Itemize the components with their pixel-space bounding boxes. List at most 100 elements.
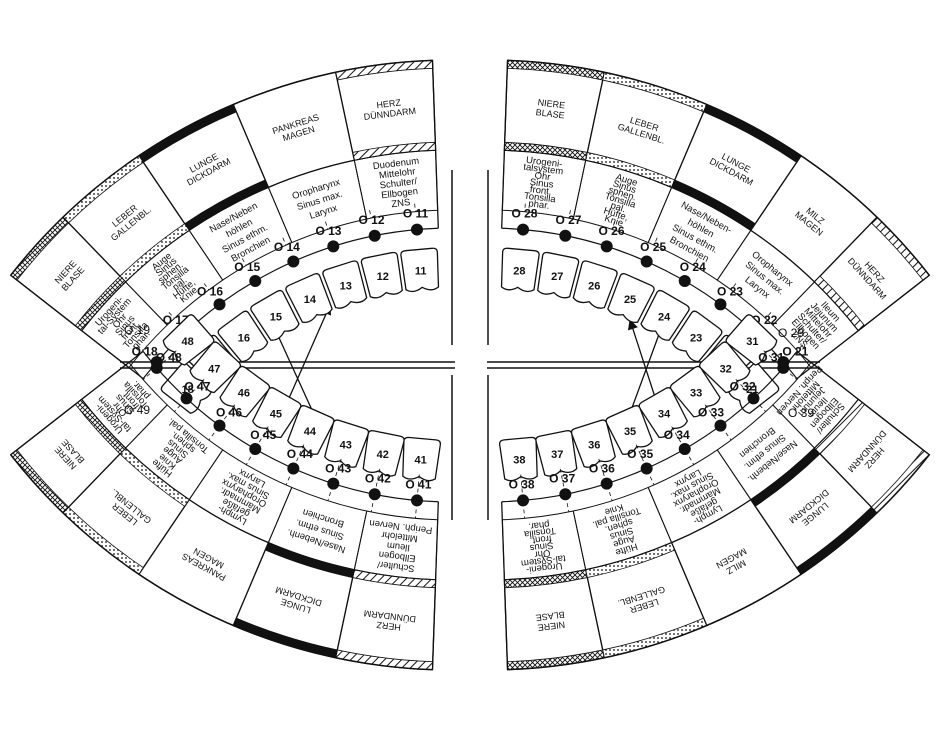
tooth-number: 43 [340, 440, 352, 452]
point-label: O 11 [403, 207, 429, 221]
organ-section: LEBERGALLENBL.HüfteAugeSinussphen.Tonsil… [572, 486, 708, 659]
tooth-number: 32 [720, 363, 732, 375]
tooth [400, 247, 440, 293]
tooth [285, 273, 333, 323]
organ-section: HERZDÜNNDARMDuodenumMittelohrSchulter/El… [334, 59, 439, 220]
point-label: O 27 [555, 213, 581, 227]
tooth-number: 44 [304, 426, 317, 438]
point-label: O 14 [274, 240, 300, 254]
tooth [500, 247, 540, 293]
region-label: talsystem [523, 162, 564, 178]
tooth-number: 13 [340, 280, 352, 292]
organ-label: HERZ [376, 97, 402, 110]
acupuncture-point [287, 255, 300, 268]
point-label: O 26 [599, 224, 625, 238]
organ-section: HERZDÜNNDARMIleumJejunumMittelohrSchulte… [772, 216, 931, 369]
tooth [638, 387, 689, 439]
organ-section: LEBERGALLENBL.AugeSinussphen.Tonsillapal… [572, 71, 708, 244]
region-label: Periph. Nerven [369, 517, 433, 536]
tooth-number: 28 [513, 265, 525, 277]
tooth [162, 314, 215, 366]
tooth-number: 12 [377, 271, 389, 283]
tooth-number: 37 [551, 449, 563, 461]
region-label: Knie [603, 501, 624, 517]
acupuncture-point [714, 298, 727, 311]
corner-label-39: O 39 [788, 406, 814, 420]
tooth-number: 11 [415, 265, 427, 277]
organ-section: HERZDÜNNDARMSchulter/EllbogenIleumMittel… [334, 510, 439, 671]
organ-label: NIERE [537, 619, 566, 632]
region-label: Tonsilla [523, 191, 556, 206]
tooth [572, 260, 618, 309]
organ-section: LEBERGALLENBL.AugeSinussphen.Tonsillapal… [62, 154, 224, 326]
region-label: Ileum [386, 539, 410, 553]
quadrant-upper-left-patient: NIEREBLASEUrogeni-talsystemOhrSinusfront… [500, 59, 931, 414]
tooth [189, 341, 242, 394]
acupuncture-point [714, 419, 727, 432]
region-label: Urogeni- [525, 155, 563, 170]
acupuncture-point [249, 274, 262, 287]
tooth-number: 14 [304, 294, 317, 306]
tooth-number: 34 [658, 409, 671, 421]
quadrant-lower-right-patient: HERZDÜNNDARMSchulter/EllbogenIleumMittel… [9, 314, 442, 671]
region-label: Knie [603, 213, 624, 229]
acupuncture-point [678, 274, 691, 287]
tooth [217, 310, 269, 363]
tooth-number: 36 [588, 440, 600, 452]
acupuncture-point [249, 443, 262, 456]
organ-section: NIEREBLASEUrogeni-talsystemOhrSinusfront… [501, 59, 606, 220]
tooth-number: 35 [624, 426, 636, 438]
region-label: Mittelohr [381, 529, 419, 544]
tooth-number: 27 [551, 271, 563, 283]
acupuncture-point [213, 419, 226, 432]
point-label: O 25 [640, 240, 666, 254]
tooth [671, 310, 723, 363]
tooth [362, 430, 405, 477]
acupuncture-point [600, 477, 613, 490]
point-label: O 16 [197, 284, 223, 298]
tooth-number: 46 [238, 388, 250, 400]
acupuncture-point [678, 443, 691, 456]
region-label: Urogeni- [525, 560, 563, 575]
acupuncture-point [368, 488, 381, 501]
region-label: Ohr [534, 170, 551, 183]
region-label: phar. [528, 198, 550, 211]
acupuncture-point [559, 488, 572, 501]
tooth [287, 405, 335, 455]
organ-section: NIEREBLASEUrogeni-tal-SystemOhrSinusfron… [9, 361, 168, 514]
tooth [402, 436, 442, 482]
acupuncture-point [327, 240, 340, 253]
acupuncture-point [640, 462, 653, 475]
region-label: Sinus [529, 539, 554, 553]
corner-label-19: O 19 [124, 323, 150, 337]
acupuncture-point [368, 229, 381, 242]
tooth [535, 430, 578, 477]
organ-label: HERZ [375, 620, 401, 633]
acupuncture-point [410, 223, 423, 236]
organ-label: BLASE [535, 609, 565, 622]
region-label: front. [529, 184, 552, 198]
tooth [324, 419, 370, 468]
region-label: Ellbogen [381, 186, 419, 201]
acupuncture-point [640, 255, 653, 268]
tooth [605, 405, 653, 455]
tooth-number: 47 [208, 363, 220, 375]
tooth [640, 289, 690, 341]
region-label: Schulter/ [379, 176, 418, 192]
region-label: Ellbogen [378, 548, 416, 563]
tooth-number: 42 [377, 449, 389, 461]
tooth-number: 31 [746, 336, 758, 348]
tooth [498, 436, 538, 482]
acupuncture-point [410, 494, 423, 507]
region-label: tal-System [520, 552, 566, 568]
region-label: phar. [528, 518, 550, 531]
tooth [669, 365, 721, 418]
tooth-number: 23 [690, 332, 702, 344]
acupuncture-point [600, 240, 613, 253]
acupuncture-point [517, 223, 530, 236]
acupuncture-point [213, 298, 226, 311]
region-label: Tonsilla [523, 525, 556, 540]
